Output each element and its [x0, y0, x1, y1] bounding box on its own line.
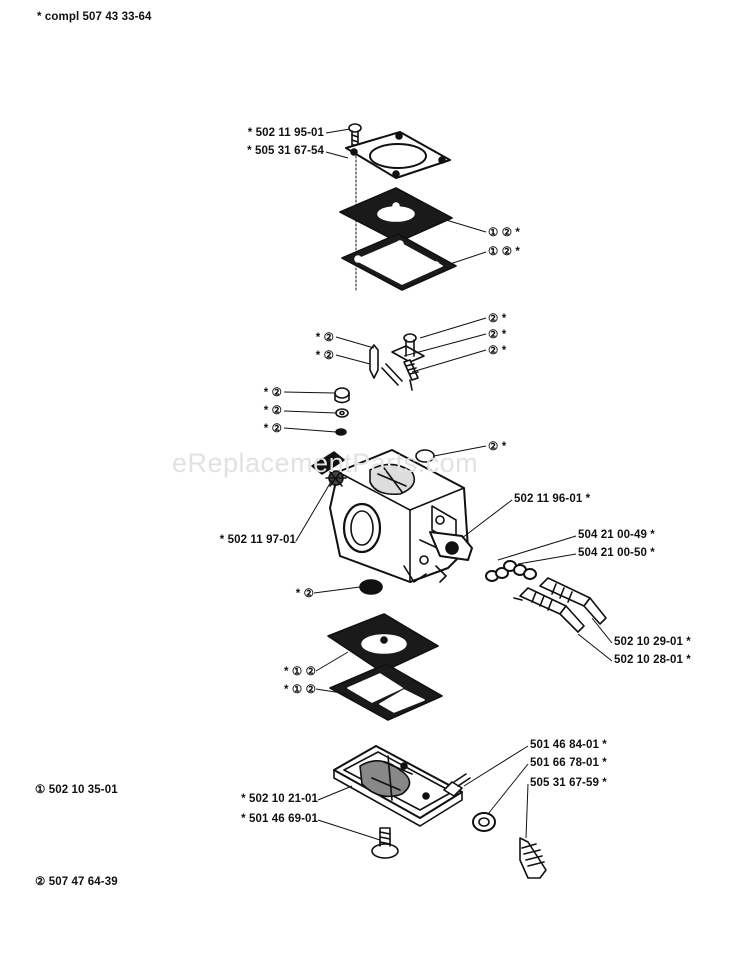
callout-cover-screw: * 501 46 69-01 — [241, 813, 318, 825]
legend-part: 507 47 64-39 — [48, 876, 118, 888]
kit-note: * compl 507 43 33-64 — [37, 11, 152, 23]
leader-lines — [283, 128, 613, 841]
callout-mixture-screw-1: 502 10 29-01 * — [614, 636, 691, 648]
top-cover-plate — [345, 131, 451, 179]
callout-metering-gasket: * ① ② — [284, 684, 316, 696]
metering-cover — [333, 745, 463, 827]
callout-needle-left-2: * ② — [315, 350, 334, 362]
pump-gasket — [341, 233, 457, 291]
callout-top-cover: * 505 31 67-54 — [247, 145, 324, 157]
carburetor-body — [311, 449, 473, 583]
top-screw — [348, 123, 362, 146]
callout-top-screw: * 502 11 95-01 — [247, 127, 324, 139]
needle-valve-parts — [369, 333, 425, 391]
mixture-screws — [485, 560, 607, 633]
callout-needle-3: ② * — [488, 345, 507, 357]
callout-pump-diaphragm: ① ② * — [488, 227, 520, 239]
callout-filter-2: 501 66 78-01 * — [530, 757, 607, 769]
legend-part: 502 10 35-01 — [48, 784, 118, 796]
filter-screws — [443, 773, 547, 879]
welch-plug — [359, 579, 383, 595]
metering-diaphragm — [327, 613, 439, 673]
callout-needle-1: ② * — [488, 313, 507, 325]
callout-throttle-lever: 502 11 96-01 * — [514, 493, 591, 505]
legend-item-2: ② 507 47 64-39 — [35, 874, 118, 888]
callout-small-ring: ② * — [488, 441, 507, 453]
callout-stack-1: * ② — [263, 387, 282, 399]
metering-gasket — [329, 663, 443, 721]
legend-symbol: ① — [35, 784, 46, 796]
callout-needle-left-1: * ② — [315, 332, 334, 344]
callout-spring-2: 504 21 00-50 * — [578, 547, 655, 559]
callout-stack-3: * ② — [263, 423, 282, 435]
spring-orings — [485, 560, 537, 582]
legend-symbol: ② — [35, 876, 46, 888]
pump-diaphragm — [339, 187, 453, 243]
callout-mixture-screw-2: 502 10 28-01 * — [614, 654, 691, 666]
callout-spring-1: 504 21 00-49 * — [578, 529, 655, 541]
watermark: eReplacementParts.com — [172, 448, 479, 478]
small-stack-parts — [334, 387, 350, 436]
callout-filter-3: 505 31 67-59 * — [530, 777, 607, 789]
callout-metering-cover: * 502 10 21-01 — [241, 793, 318, 805]
callout-metering-diaphragm: * ① ② — [284, 666, 316, 678]
callout-filter-1: 501 46 84-01 * — [530, 739, 607, 751]
callout-welch-plug: * ② — [295, 588, 314, 600]
callout-stack-2: * ② — [263, 405, 282, 417]
cover-screw — [371, 827, 399, 859]
callout-pump-gasket: ① ② * — [488, 246, 520, 258]
legend-item-1: ① 502 10 35-01 — [35, 782, 118, 796]
callout-needle-2: ② * — [488, 329, 507, 341]
callout-choke-lever: * 502 11 97-01 — [219, 534, 296, 546]
